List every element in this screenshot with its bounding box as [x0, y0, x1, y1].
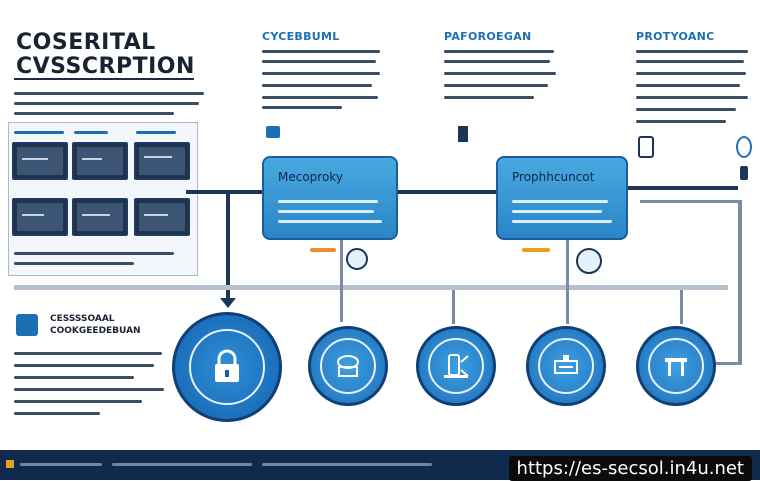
node-circle-3[interactable] [416, 326, 496, 406]
padlock-icon [638, 136, 654, 158]
fingerprint-icon [736, 136, 752, 158]
sensor-icon-2 [576, 248, 602, 274]
connector-drop-3 [452, 290, 455, 324]
page-title-line2: CVSSCRPTION [16, 54, 195, 79]
section-heading-1: CYCEBBUML [262, 30, 340, 43]
footer-url-link[interactable]: https://es-secsol.in4u.net [508, 456, 752, 481]
gateway-icon [665, 358, 687, 376]
connector-drop-4 [566, 226, 569, 324]
monitor-5 [72, 198, 128, 236]
monitor-6 [134, 198, 190, 236]
monitor-1 [12, 142, 68, 180]
side-panel-heading-1: CESSSSOAAL [50, 314, 115, 324]
title-divider [14, 78, 194, 80]
connector-horizontal-bus [14, 285, 728, 290]
card-1-badge [310, 248, 336, 252]
card-2-badge [522, 248, 550, 252]
node-circle-1[interactable] [172, 312, 282, 422]
process-card-1-label: Mecoproky [278, 170, 343, 184]
page-title-line1: COSERITAL [16, 30, 156, 55]
doc-icon [266, 126, 280, 138]
connector-right-top [640, 200, 742, 203]
sensor-icon-1 [346, 248, 368, 270]
connector-main-right [626, 186, 738, 190]
process-card-2[interactable]: Prophhcuncot [496, 156, 628, 240]
device-panel-label-3 [136, 131, 176, 134]
connector-down-left [226, 194, 230, 298]
monitor-3 [134, 142, 190, 180]
device-panel-label-1 [14, 131, 64, 134]
footer-logo-icon [6, 460, 14, 468]
connector-right-vertical [738, 200, 742, 364]
monitor-2 [72, 142, 128, 180]
node-circle-4[interactable] [526, 326, 606, 406]
file-icon [458, 126, 468, 142]
lock-icon [215, 349, 239, 382]
connector-main-middle [394, 190, 498, 194]
monitor-4 [12, 198, 68, 236]
phone-tools-icon [444, 354, 469, 378]
side-panel-heading-2: COOKGEEDEBUAN [50, 326, 141, 336]
connector-main-left [186, 190, 264, 194]
device-panel-label-2 [74, 131, 108, 134]
section-heading-3: PROTYOANC [636, 30, 715, 43]
edit-icon [16, 314, 38, 336]
connector-drop-5 [680, 290, 683, 324]
node-circle-2[interactable] [308, 326, 388, 406]
cloud-server-icon [337, 355, 359, 377]
process-card-1[interactable]: Mecoproky [262, 156, 398, 240]
arrow-down-icon [220, 298, 236, 308]
section-heading-2: PAFOROEGAN [444, 30, 532, 43]
node-circle-5[interactable] [636, 326, 716, 406]
network-panel-icon [554, 355, 578, 374]
connector-drop-2 [340, 226, 343, 322]
process-card-2-label: Prophhcuncot [512, 170, 595, 184]
key-icon [740, 166, 748, 180]
